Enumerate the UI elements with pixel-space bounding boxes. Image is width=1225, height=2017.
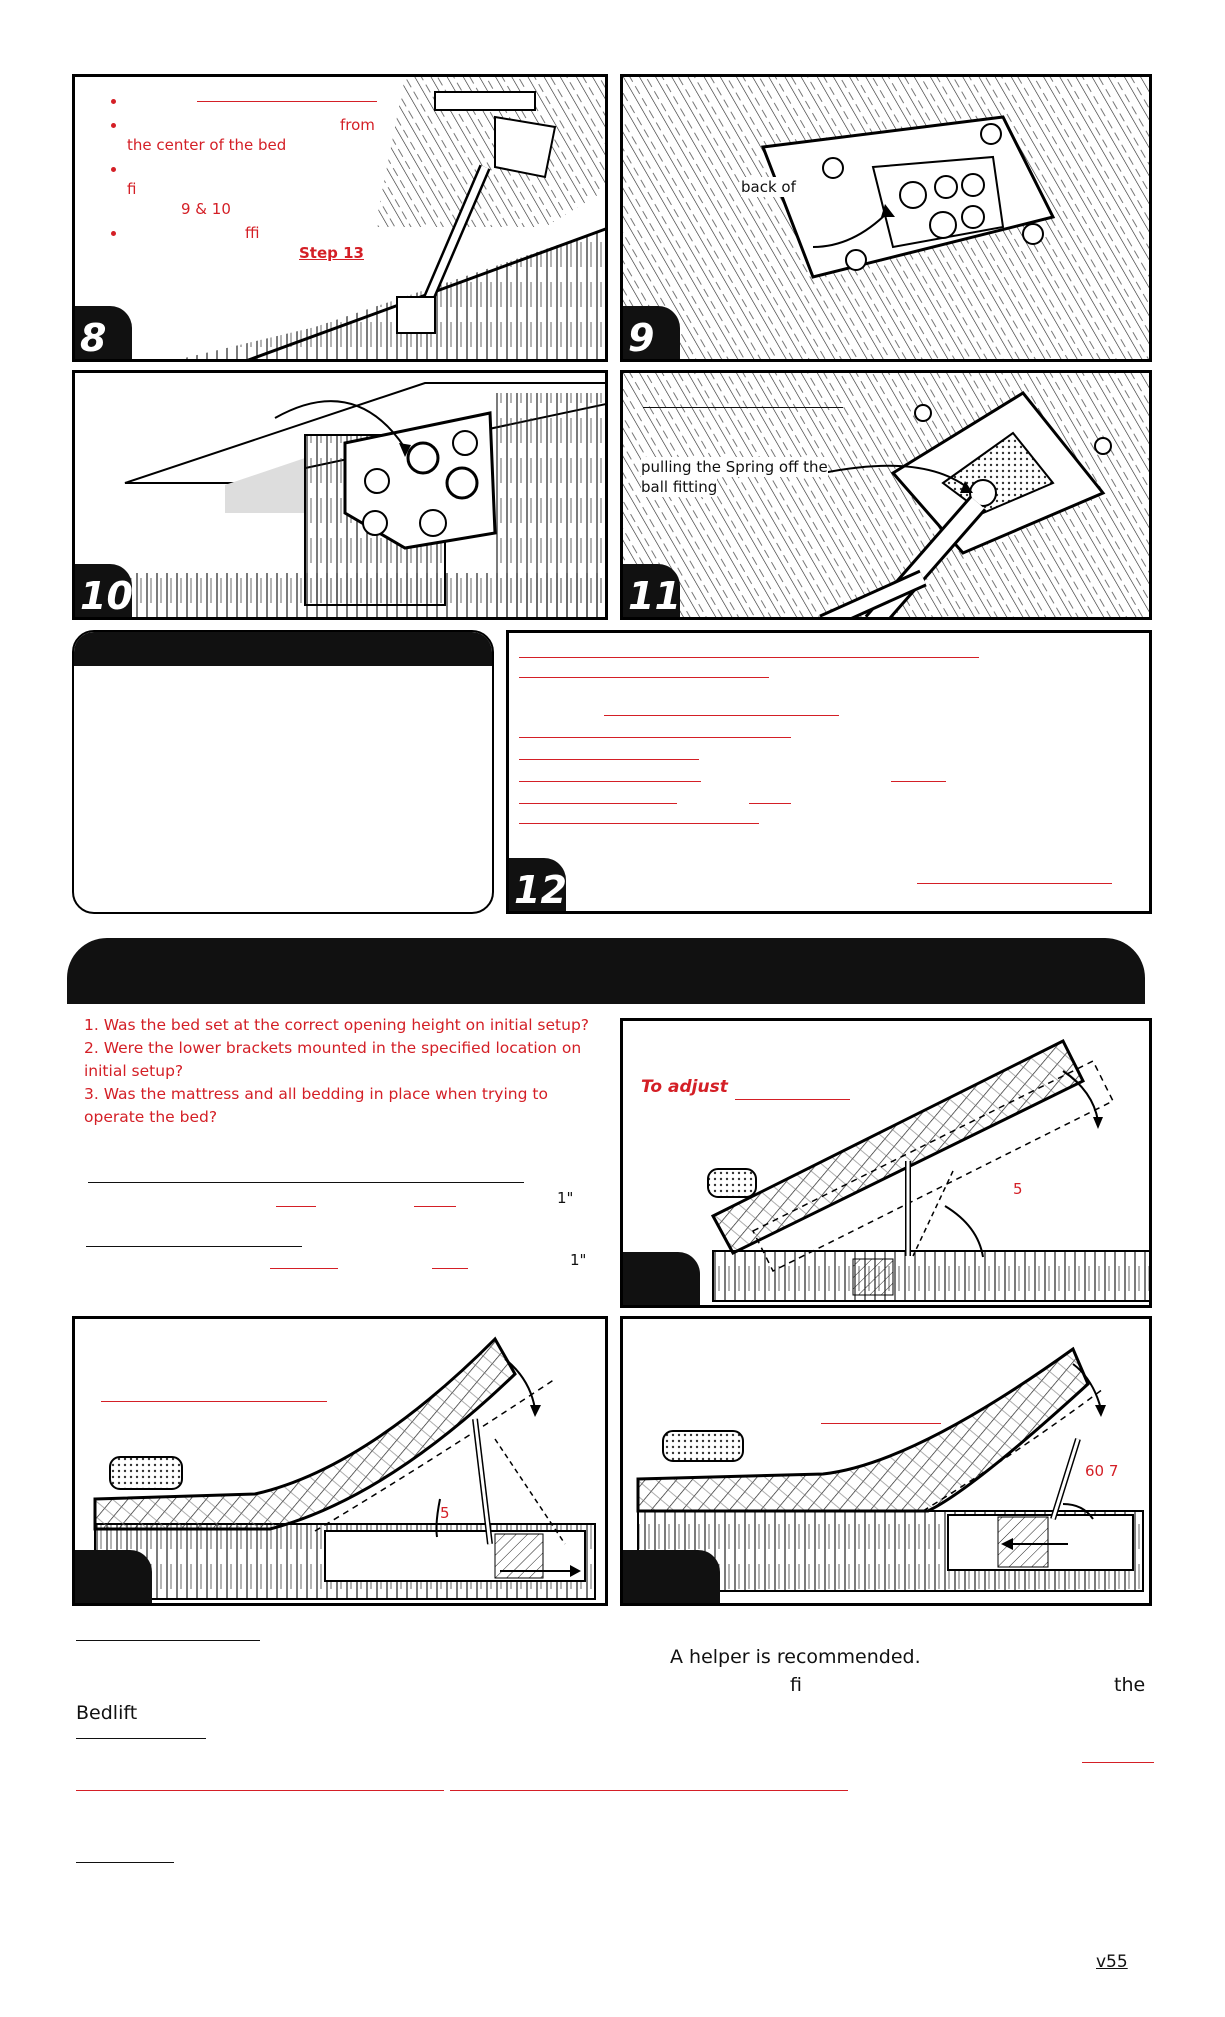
notes-box	[72, 630, 494, 914]
helper-note: A helper is recommended.	[670, 1646, 921, 1668]
fig-a-illustration	[707, 1038, 1149, 1302]
bottom-line-3	[76, 1862, 174, 1863]
step-9-callout: back of	[741, 177, 796, 197]
fig-b-illustration	[93, 1336, 596, 1600]
step-8-ffi: ffi	[245, 224, 260, 242]
bottom-fi: fi	[790, 1674, 802, 1696]
adjust-underline-a1	[276, 1206, 316, 1207]
step-8-panel: from the center of the bed fi 9 & 10 ffiSt…	[72, 74, 608, 362]
step-11-number: 11	[623, 564, 681, 617]
adjust-line-b	[86, 1246, 302, 1247]
fig-c-panel: 60 7	[620, 1316, 1152, 1606]
step-10-illustration	[75, 382, 605, 617]
question-1: 1. Was the bed set at the correct openin…	[84, 1016, 590, 1034]
step-9-number: 9	[623, 306, 680, 359]
bottom-the: the	[1114, 1674, 1146, 1696]
step-10-panel: 10	[72, 370, 608, 620]
adjust-underline-b1	[270, 1268, 338, 1269]
measure-b: 1"	[570, 1251, 587, 1269]
step-10-number: 10	[75, 564, 133, 617]
step-8-number: 8	[75, 306, 132, 359]
step-9-illustration	[623, 77, 1149, 359]
question-2: 2. Were the lower brackets mounted in th…	[84, 1039, 582, 1080]
step-8-illustration	[180, 77, 605, 359]
bottom-line-1	[76, 1640, 260, 1641]
fig-b-tab	[75, 1550, 152, 1603]
bottom-red-line-1	[1082, 1762, 1154, 1763]
adjust-underline-a2	[414, 1206, 456, 1207]
bottom-red-line-3	[450, 1790, 848, 1791]
step-11-panel: pulling the Spring off the ball fitting …	[620, 370, 1152, 620]
measure-a: 1"	[557, 1189, 574, 1207]
fig-b-value: 5	[440, 1504, 450, 1522]
troubleshooting-header	[67, 938, 1145, 1004]
troubleshooting-questions: 1. Was the bed set at the correct openin…	[84, 1014, 604, 1129]
question-3: 3. Was the mattress and all bedding in p…	[84, 1085, 548, 1126]
fig-c-tab	[623, 1550, 720, 1603]
step-8-steps: 9 & 10	[181, 200, 231, 218]
step-11-callout-1: pulling the Spring off the	[641, 457, 828, 477]
step-12-panel: 12	[506, 630, 1152, 914]
fig-a-tab	[623, 1252, 700, 1305]
step-12-number: 12	[509, 858, 567, 911]
adjust-underline-b2	[432, 1268, 468, 1269]
step-8-from: from	[340, 116, 375, 134]
bottom-line-2	[76, 1738, 206, 1739]
step-11-blank-line	[643, 407, 843, 408]
step-8-center: the center of the bed	[127, 136, 287, 154]
step-8-fi: fi	[127, 180, 137, 198]
bedlift: Bedlift	[76, 1702, 138, 1724]
adjust-line-a	[88, 1182, 524, 1183]
version-label: v55	[1096, 1952, 1128, 1972]
step-13-link[interactable]: Step 13	[299, 244, 364, 262]
notes-box-header	[74, 632, 492, 666]
step-9-panel: back of 9	[620, 74, 1152, 362]
fig-c-illustration	[636, 1346, 1144, 1592]
step-11-callout-2: ball fitting	[641, 477, 718, 497]
fig-a-value: 5	[1013, 1180, 1023, 1198]
fig-b-panel: 5	[72, 1316, 608, 1606]
bottom-red-line-2	[76, 1790, 444, 1791]
fig-c-value: 60 7	[1085, 1462, 1119, 1480]
fig-a-panel: To adjust 5	[620, 1018, 1152, 1308]
fig-a-to-adjust: To adjust	[641, 1077, 728, 1097]
